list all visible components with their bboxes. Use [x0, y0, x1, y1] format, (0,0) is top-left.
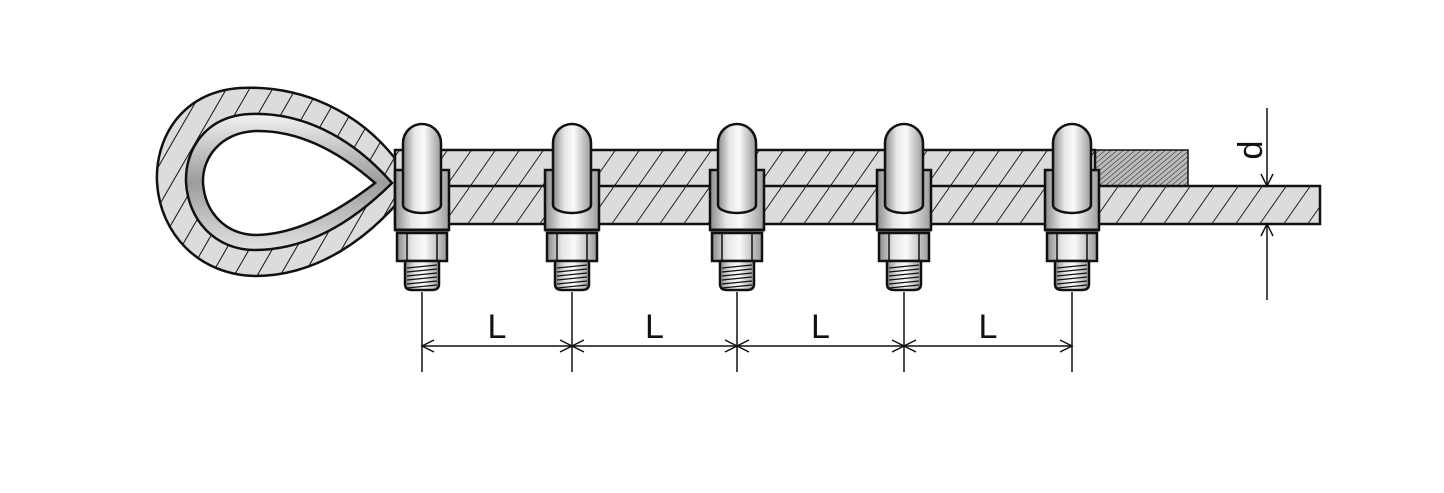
wire-rope-clip: [543, 122, 601, 292]
spacing-label: L: [811, 308, 830, 346]
hex-nut: [710, 231, 764, 263]
spacing-label: L: [979, 308, 998, 346]
wire-rope-clip: [708, 122, 766, 292]
hex-nut: [545, 231, 599, 263]
hex-nut: [395, 231, 449, 263]
u-bolt: [551, 122, 593, 215]
hex-nut: [877, 231, 931, 263]
u-bolt: [716, 122, 758, 215]
wire-rope-clip: [875, 122, 933, 292]
rope-live-end: [393, 184, 1322, 226]
rope-eye: [155, 86, 402, 278]
rope-tail-end: [1089, 149, 1189, 187]
u-bolt: [401, 122, 443, 215]
u-bolt: [883, 122, 925, 215]
u-bolt: [1051, 122, 1093, 215]
wire-rope-clip: [393, 122, 451, 292]
spacing-label: L: [488, 308, 507, 346]
hex-nut: [1045, 231, 1099, 263]
spacing-dimensions: [420, 292, 1074, 372]
spacing-label: L: [645, 308, 664, 346]
wire-rope-clip: [1043, 122, 1101, 292]
diameter-dimension: [1250, 108, 1290, 300]
diameter-label: d: [1232, 141, 1270, 160]
